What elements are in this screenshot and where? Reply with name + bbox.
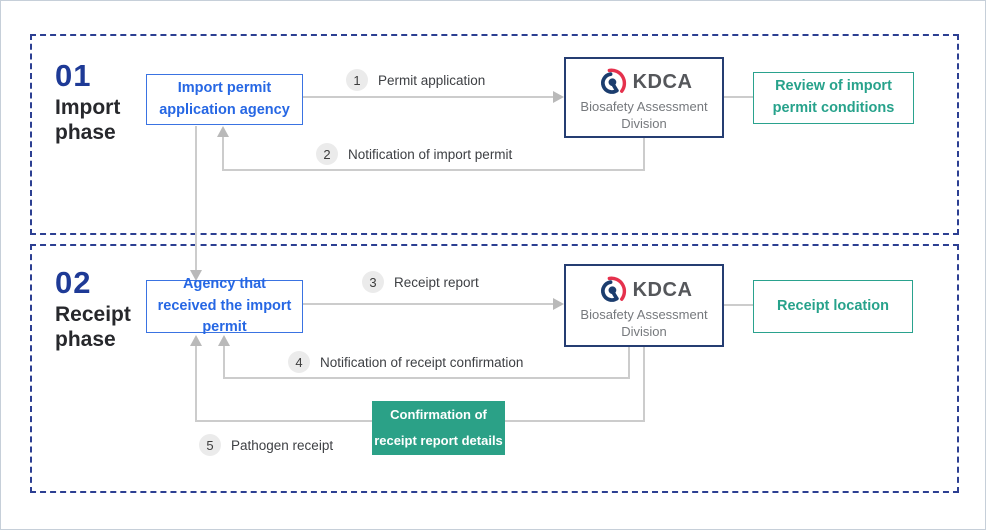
- line-notify-receipt-drop: [628, 347, 630, 379]
- kdca-box-receipt: KDCA Biosafety Assessment Division: [564, 264, 724, 347]
- arrowhead-up-icon: [217, 126, 229, 137]
- step-number-badge: 4: [288, 351, 310, 373]
- line-notify-import-rise: [222, 135, 224, 170]
- line-kdca2-to-location: [724, 304, 753, 306]
- line-kdca1-to-review: [724, 96, 753, 98]
- import-phase-region: [30, 34, 959, 235]
- kdca-name: KDCA: [632, 279, 693, 302]
- import-permit-agency-box: Import permit application agency: [146, 74, 303, 125]
- line-notify-import-drop: [643, 138, 645, 170]
- step-1-permit-application: 1 Permit application: [346, 69, 485, 91]
- line-notify-receipt: [223, 377, 630, 379]
- line-notify-receipt-rise: [223, 344, 225, 379]
- line-permit-application: [303, 96, 555, 98]
- arrowhead-down-icon: [190, 270, 202, 281]
- step-number-badge: 2: [316, 143, 338, 165]
- step-label: Pathogen receipt: [231, 437, 334, 453]
- kdca-division-label: Biosafety Assessment Division: [580, 307, 708, 339]
- arrowhead-right-icon: [553, 91, 564, 103]
- step-label: Notification of import permit: [348, 146, 513, 162]
- receipt-location-box: Receipt location: [753, 280, 913, 333]
- kdca-logo-row: KDCA: [596, 275, 693, 306]
- line-pathogen-receipt-rise: [195, 344, 197, 422]
- phase1-name: Import phase: [55, 96, 121, 144]
- receipt-location-label: Receipt location: [777, 297, 889, 314]
- arrowhead-up-icon: [190, 335, 202, 346]
- step-2-notification-import-permit: 2 Notification of import permit: [316, 143, 512, 165]
- kdca-taegeuk-logo-icon: [600, 68, 626, 95]
- step-number-badge: 1: [346, 69, 368, 91]
- line-pathogen-receipt-drop: [643, 347, 645, 422]
- confirmation-receipt-details-box: Confirmation of receipt report details: [372, 401, 505, 455]
- line-notify-import: [222, 169, 645, 171]
- kdca-taegeuk-logo-icon: [600, 276, 626, 303]
- line-phase1-to-phase2: [195, 126, 197, 271]
- step-label: Notification of receipt confirmation: [320, 354, 524, 370]
- step-5-pathogen-receipt: 5 Pathogen receipt: [199, 434, 333, 456]
- line-receipt-report: [303, 303, 555, 305]
- review-import-conditions-box: Review of import permit conditions: [753, 72, 914, 124]
- review-import-conditions-label: Review of import permit conditions: [772, 78, 895, 116]
- kdca-logo-row: KDCA: [596, 67, 693, 98]
- receipt-phase-region: [30, 244, 959, 493]
- arrowhead-up-icon: [218, 335, 230, 346]
- step-number-badge: 5: [199, 434, 221, 456]
- kdca-division-label: Biosafety Assessment Division: [580, 99, 708, 131]
- phase2-number: 02: [55, 265, 92, 300]
- step-label: Receipt report: [394, 274, 479, 290]
- arrowhead-right-icon: [553, 298, 564, 310]
- kdca-box-import: KDCA Biosafety Assessment Division: [564, 57, 724, 138]
- step-3-receipt-report: 3 Receipt report: [362, 271, 479, 293]
- kdca-name: KDCA: [632, 71, 693, 94]
- phase1-number: 01: [55, 58, 92, 93]
- receiving-agency-label: Agency that received the import permit: [157, 275, 292, 336]
- step-label: Permit application: [378, 72, 486, 88]
- import-permit-agency-label: Import permit application agency: [159, 79, 290, 118]
- receiving-agency-box: Agency that received the import permit: [146, 276, 303, 335]
- step-4-notification-receipt-confirmation: 4 Notification of receipt confirmation: [288, 351, 523, 373]
- phase2-name: Receipt phase: [55, 303, 131, 351]
- confirmation-receipt-details-label: Confirmation of receipt report details: [374, 407, 503, 448]
- step-number-badge: 3: [362, 271, 384, 293]
